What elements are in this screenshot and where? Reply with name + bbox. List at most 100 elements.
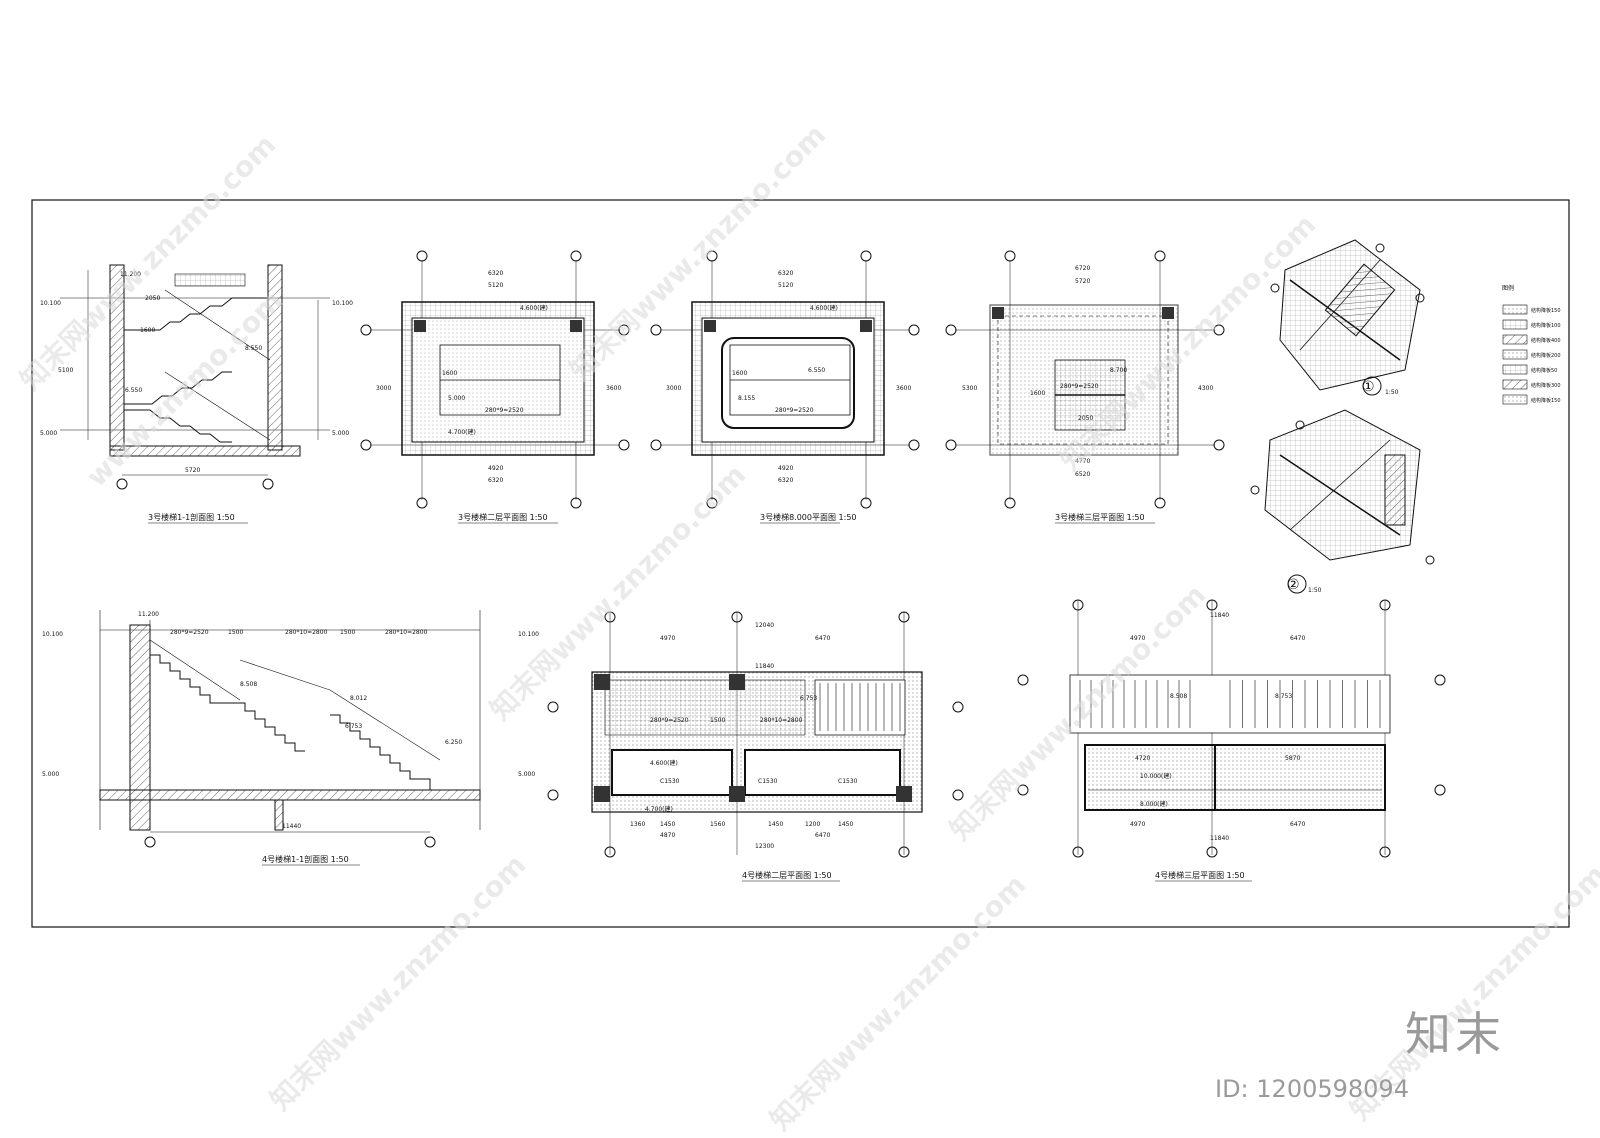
dim-s4f2-top: 12040 <box>755 622 774 629</box>
legend-label: 结构降板100 <box>1531 322 1561 329</box>
title-s3-floor3: 3号楼梯三层平面图 1:50 <box>1055 512 1145 522</box>
dim-s4f3-top: 11840 <box>1210 612 1229 619</box>
stair4-floor3-plan: 11840 4970 6470 8.508 8.753 4720 5870 10… <box>1017 599 1446 858</box>
title-s3-8000: 3号楼梯8.000平面图 1:50 <box>760 512 857 522</box>
stair4-section-drawing: 11.200 10.100 5.000 10.100 5.000 1500 28… <box>42 610 539 848</box>
legend-swatch <box>1502 364 1528 375</box>
dim-s3f3-top: 6720 <box>1075 265 1090 272</box>
dim-s3sec-l3: 8.550 <box>245 345 262 352</box>
dim-s3f2-right: 3600 <box>606 385 621 392</box>
dim-s4f2-w1: C1530 <box>660 778 680 785</box>
dim-s4f3-bottom-a: 4970 <box>1130 821 1145 828</box>
dim-s3e-top: 6320 <box>778 270 793 277</box>
dim-s4sec-t1: 1500 <box>228 629 243 636</box>
dim-s3f3-left: 5300 <box>962 385 977 392</box>
dim-s3sec-top: 11.200 <box>120 271 141 278</box>
dim-s3e-e2: 8.155 <box>738 395 755 402</box>
dim-s3f3-e2: 2050 <box>1078 415 1093 422</box>
dim-s3f3-bottom: 4770 <box>1075 458 1090 465</box>
legend-label: 结构降板300 <box>1531 382 1561 389</box>
dim-s4f2-e3: 6.753 <box>800 695 817 702</box>
dim-s4sec-t4: 280*10=2800 <box>385 629 428 636</box>
dim-s3e-c1: 1600 <box>732 370 747 377</box>
dim-s3e-bottom: 4920 <box>778 465 793 472</box>
dim-s3e-bottom2: 6320 <box>778 477 793 484</box>
legend-swatch <box>1502 304 1528 315</box>
dim-s4f2-bottom-a: 4870 <box>660 832 675 839</box>
dim-s4sec-r2: 5.000 <box>518 771 535 778</box>
legend-swatch <box>1502 334 1528 345</box>
dim-s3f3-c1: 1600 <box>1030 390 1045 397</box>
legend-label: 结构降板200 <box>1531 352 1561 359</box>
dim-s4sec-e1: 8.508 <box>240 681 257 688</box>
stair3-8000-plan: 6320 5120 4920 6320 3000 3600 1600 280*9… <box>650 250 920 509</box>
dim-s4f2-c2: 280*10=2800 <box>760 717 803 724</box>
stair3-section-drawing: 11.200 10.100 5.000 5100 2050 1600 8.550… <box>40 264 353 490</box>
dim-s3sec-l1: 2050 <box>145 295 160 302</box>
dim-s3sec-r1: 10.100 <box>332 300 353 307</box>
dim-s4sec-e2: 8.012 <box>350 695 367 702</box>
detail-1-drawing <box>1270 239 1425 391</box>
dim-s3f2-top2: 5120 <box>488 282 503 289</box>
dim-s4f2-w2: C1530 <box>758 778 778 785</box>
dim-s4f2-b3: 1560 <box>710 821 725 828</box>
legend-title: 图例 <box>1502 284 1514 292</box>
dim-s4f3-e2: 8.753 <box>1275 693 1292 700</box>
title-s4-section: 4号楼梯1-1剖面图 1:50 <box>262 854 349 864</box>
dim-s4sec-lu: 10.100 <box>42 631 63 638</box>
dim-s3sec-bottom: 5720 <box>185 467 200 474</box>
title-s4-floor3: 4号楼梯三层平面图 1:50 <box>1155 870 1245 880</box>
dim-s4f3-m2: 5870 <box>1285 755 1300 762</box>
dim-s3f2-bottom: 4920 <box>488 465 503 472</box>
dim-s4f2-e2: 4.700(建) <box>645 805 673 813</box>
brand-logo-text: 知末 <box>1405 1007 1505 1061</box>
legend-swatch <box>1502 349 1528 360</box>
dim-s3f2-top: 6320 <box>488 270 503 277</box>
dim-s3f2-e3: 4.700(建) <box>448 428 476 436</box>
dim-s3f3-e1: 8.700 <box>1110 367 1127 374</box>
dim-s4f2-b5: 1200 <box>805 821 820 828</box>
detail-1-mark: ① <box>1362 379 1375 395</box>
dim-s4sec-top: 11.200 <box>138 611 159 618</box>
dim-s4f2-bottom: 12300 <box>755 843 774 850</box>
dim-s3e-e3: 6.550 <box>808 367 825 374</box>
detail-1-marker <box>1362 376 1382 396</box>
dim-s4f2-e1: 4.600(建) <box>650 759 678 767</box>
detail-2-marker <box>1287 574 1307 594</box>
dim-s4f2-c1: 280*9=2520 <box>650 717 689 724</box>
dim-s4sec-e4: 6.250 <box>445 739 462 746</box>
legend-label: 结构降板400 <box>1531 337 1561 344</box>
dim-s3f2-c1: 1600 <box>442 370 457 377</box>
dim-s3sec-lu: 10.100 <box>40 300 61 307</box>
dim-s3f3-top2: 5720 <box>1075 278 1090 285</box>
dim-s3f3-bottom2: 6520 <box>1075 471 1090 478</box>
dim-s4f3-e3: 8.000(建) <box>1140 800 1168 808</box>
dim-s4f3-bottom: 11840 <box>1210 835 1229 842</box>
dim-s4f3-top-b: 6470 <box>1290 635 1305 642</box>
dim-s4f2-w3: C1530 <box>838 778 858 785</box>
dim-s4sec-s1: 280*9=2520 <box>170 629 209 636</box>
dim-s3sec-r2: 5.000 <box>332 430 349 437</box>
dim-s3f3-c2: 280*9=2520 <box>1060 383 1099 390</box>
legend-label: 结构降板50 <box>1531 367 1557 374</box>
detail-2-drawing <box>1250 409 1435 565</box>
stair4-floor2-plan: 12040 4970 6470 11840 280*9=2520 1500 28… <box>547 611 964 858</box>
stair3-floor3-plan: 6720 5720 4770 6520 5300 4300 1600 280*9… <box>945 250 1225 509</box>
dim-s3f2-c2: 280*9=2520 <box>485 407 524 414</box>
dim-s4f3-e4: 10.000(建) <box>1140 772 1172 780</box>
title-s4-floor2: 4号楼梯二层平面图 1:50 <box>742 870 832 880</box>
dim-s4f2-top-b: 6470 <box>815 635 830 642</box>
legend-swatch <box>1502 379 1528 390</box>
dim-s4f2-c3: 1500 <box>710 717 725 724</box>
dim-s4sec-t3: 1500 <box>340 629 355 636</box>
legend-swatch <box>1502 394 1528 405</box>
dim-s3sec-mid: 5100 <box>58 367 73 374</box>
dim-s4sec-r1: 10.100 <box>518 631 539 638</box>
dim-s4f2-b2: 1450 <box>660 821 675 828</box>
dim-s4f2-c4: 11840 <box>755 663 774 670</box>
detail-1-scale: 1:50 <box>1385 389 1399 396</box>
title-s3-floor2: 3号楼梯二层平面图 1:50 <box>458 512 548 522</box>
dim-s3e-right: 3600 <box>896 385 911 392</box>
dim-s4sec-t2: 280*10=2800 <box>285 629 328 636</box>
